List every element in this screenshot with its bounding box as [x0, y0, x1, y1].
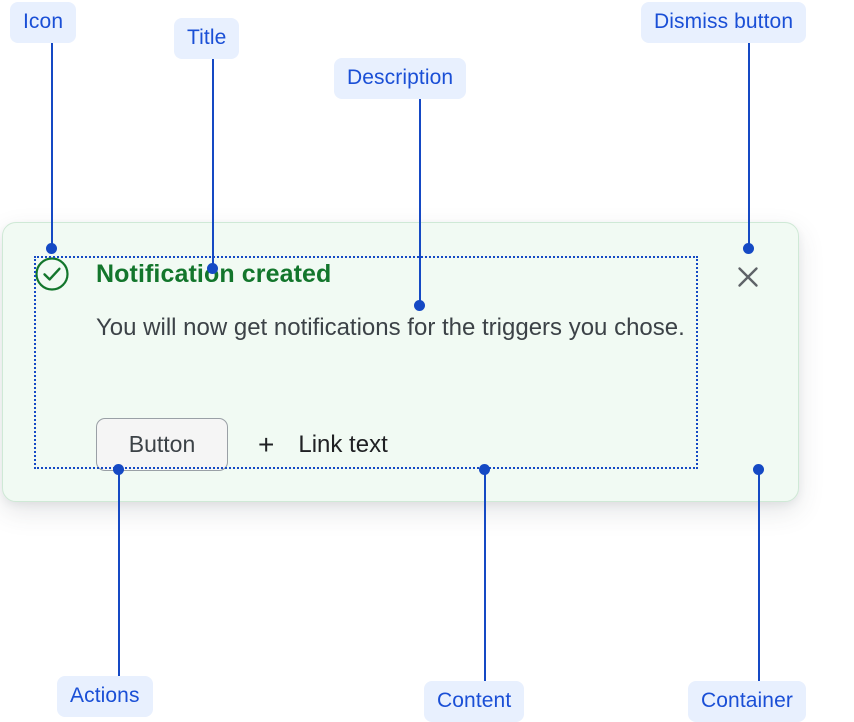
notification-actions: Button + Link text	[96, 418, 388, 471]
close-icon	[738, 267, 758, 287]
annotation-connector-description	[419, 96, 421, 305]
notification-description: You will now get notifications for the t…	[96, 314, 685, 341]
annotation-connector-dismiss-button	[748, 40, 750, 248]
annotation-dot-description	[414, 300, 425, 311]
annotation-dot-dismiss-button	[743, 243, 754, 254]
annotation-connector-content	[484, 469, 486, 681]
annotation-dot-container	[753, 464, 764, 475]
dismiss-button[interactable]	[730, 259, 766, 295]
plus-icon: +	[258, 428, 275, 460]
annotation-label-container: Container	[688, 681, 806, 722]
annotation-label-actions: Actions	[57, 676, 153, 717]
annotation-label-content: Content	[424, 681, 525, 722]
action-button[interactable]: Button	[96, 418, 228, 471]
annotation-label-description: Description	[334, 58, 467, 99]
annotation-dot-actions	[113, 464, 124, 475]
annotation-dot-content	[479, 464, 490, 475]
annotation-label-title: Title	[174, 18, 240, 59]
annotation-connector-container	[758, 469, 760, 681]
annotation-label-dismiss-button: Dismiss button	[641, 2, 807, 43]
action-link[interactable]: Link text	[298, 430, 388, 458]
annotation-connector-actions	[118, 469, 120, 676]
annotation-dot-title	[207, 263, 218, 274]
annotation-dot-icon	[46, 243, 57, 254]
annotation-connector-title	[212, 56, 214, 268]
check-circle-icon	[34, 256, 70, 292]
annotation-connector-icon	[51, 40, 53, 248]
annotation-label-icon: Icon	[10, 2, 77, 43]
